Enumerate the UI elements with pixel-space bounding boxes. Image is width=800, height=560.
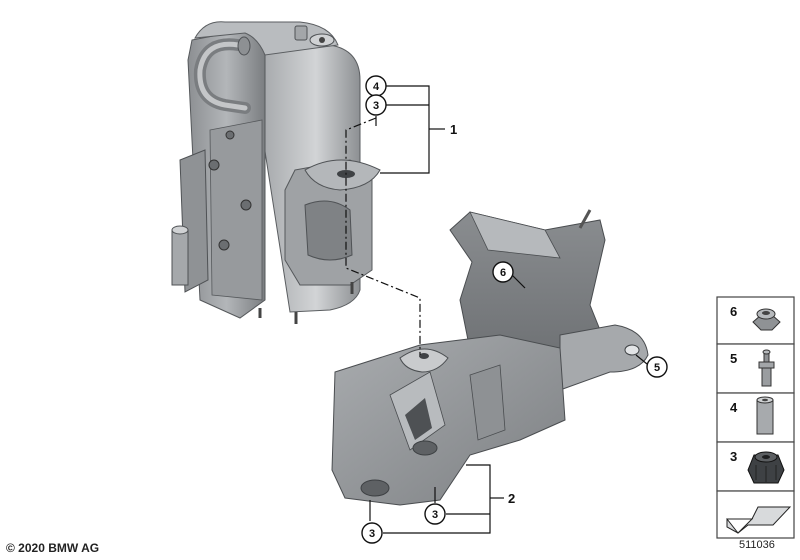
callout-4-upper: 4 [365, 75, 387, 97]
legend-number: 5 [730, 351, 737, 366]
legend-item-3[interactable]: 3 [716, 441, 795, 492]
legend-item-5[interactable]: 5 [716, 343, 795, 394]
parts-legend-panel: 6 5 4 [716, 296, 795, 539]
callout-6: 6 [492, 261, 514, 283]
direction-arrow-icon [725, 506, 792, 534]
part-label-1: 1 [450, 122, 457, 137]
hex-nut-icon [752, 308, 781, 331]
assembly-centerline [345, 117, 421, 355]
reservoir-assembly [171, 21, 381, 324]
diagram-number: 511036 [739, 539, 775, 551]
callout-5: 5 [646, 356, 668, 378]
callout-label: 3 [373, 100, 379, 112]
callout-label: 5 [654, 362, 660, 374]
legend-item-4[interactable]: 4 [716, 392, 795, 443]
rubber-mount-icon [747, 451, 785, 484]
callout-label: 3 [369, 528, 375, 540]
callout-3-upper: 3 [365, 94, 387, 116]
part-label-2: 2 [508, 491, 515, 506]
legend-number: 6 [730, 304, 737, 319]
legend-number: 3 [730, 449, 737, 464]
leader-lines [369, 85, 648, 534]
copyright-notice: © 2020 BMW AG [6, 541, 100, 555]
support-bracket [331, 209, 649, 506]
legend-number: 4 [730, 400, 738, 415]
callout-3-bottom: 3 [361, 522, 383, 544]
legend-item-6[interactable]: 6 [716, 296, 795, 345]
spacer-sleeve-icon [756, 396, 774, 435]
callout-label: 6 [500, 267, 506, 279]
legend-item-arrow[interactable] [716, 490, 795, 539]
stud-bolt-icon [758, 349, 775, 387]
callout-label: 3 [432, 509, 438, 521]
callout-label: 4 [373, 81, 380, 93]
callout-3-mid: 3 [424, 503, 446, 525]
